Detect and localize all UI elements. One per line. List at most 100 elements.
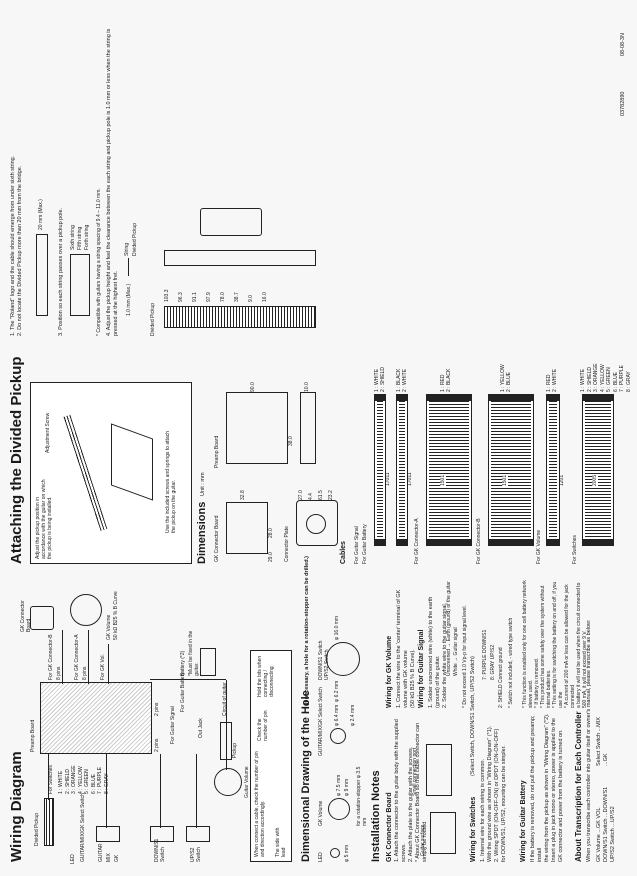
install-h5: Wiring for Guitar Battery [520,780,527,862]
divided-pickup-top-icon [164,306,316,328]
divided-dim-label: Divided Pickup [150,302,156,336]
install-p5-line: Insert a plug in jack mono or stereo, po… [551,718,557,862]
transcription-row: UP/S2 Switch ...UP/S2 [610,806,616,862]
out-jack-label: Out Jack [198,718,204,738]
divided-pickup-label: Divided Pickup [34,812,40,846]
connector-diagram-icon [430,812,456,854]
cable-gk-connector-a [426,394,472,546]
attach-box: Adjust the pickup position in accordance… [30,382,192,564]
install-p4: 1. Internal wire for each wiring is comm… [480,712,508,862]
dim-value: 16.0 [262,292,268,302]
dimensions-unit: Unit : mm [200,472,206,496]
dim-value: 78.0 [220,292,226,302]
circuit-label: Circuit of guitar [222,682,228,716]
install-h2: Wiring for GK Volume [386,635,393,708]
for-gk-connector-b-label: For GK Connector-B [48,634,54,680]
pickup-mount-icon [111,423,153,501]
attach-step: 4. Adjust the pickup height and feel the… [106,28,119,336]
install-p5-line: GK connector and power from the battery … [558,729,564,862]
install-p4-line: With the ground wire as shown in "Wiring… [487,725,493,862]
divided-pickup-end-icon [200,208,262,236]
cable-color: 8 : GRAY [625,371,632,392]
for-gk-vol-label: For GK Vol. [100,654,106,680]
wire [106,754,107,828]
cable-code: 1501 [440,474,446,486]
guitar-volume-icon [214,768,242,796]
switch-note: * Switch not included, - wired type swit… [508,617,514,708]
preamp-board-label: Preamp Board [30,719,36,752]
cable-header: For Switches [572,535,578,564]
attach-step: 2. Do not locate the Divided Pickup more… [17,165,23,336]
preamp-dim-label: Preamp Board [214,435,220,468]
cable-header: For GK Connector-B [476,518,482,564]
preamp-drawing-icon [226,392,288,464]
transcription-list: Select Switch ...MIX ...GK [596,717,610,766]
select-switch-icon [96,826,120,842]
battery-note-line: * This setting is for switching the batt… [552,581,564,708]
dim-value: 4.4 [308,493,314,500]
cable-guitar-signal [374,394,386,546]
cable-color: 7 : PURPLE [619,365,625,392]
attach-title: Attaching the Divided Pickup [8,356,25,564]
install-title: Installation Notes [370,770,382,862]
install-p1-line: 1. Attach the connector to the guitar bo… [394,719,407,862]
dim-value: φ 7.5 mm [336,774,342,796]
install-p2-line: 1. Connect the wire to the 'center' term… [396,589,409,708]
fourth-label: Forth string [84,224,90,250]
cable-code: 17011 [407,472,413,486]
wire [226,680,227,770]
dim-value: φ 9 mm [344,778,350,796]
install-h6: About Transcription for Each Controller [574,711,583,862]
wire [62,630,63,684]
cable-color: 3 : ORANGE [593,363,599,392]
guitar-volume-label: Guitar Volume [244,766,250,798]
transcription-list: GK Volume ...GK VOL DOWN/S1 Switch ...DO… [596,787,617,862]
string-label: String [124,242,130,256]
preamp-board-icon [40,682,152,754]
dim-value: 96.3 [178,292,184,302]
cable-switches [582,394,614,546]
transcription-row: GK Volume ...GK VOL [596,807,602,862]
dim-value: φ 6.4 mm [334,704,340,726]
battery-icon [200,648,216,676]
note-check: Check the number of pin [257,710,269,741]
note-hold: Hold the bits when connecting / disconne… [257,655,275,697]
small-port-label: Small connection port [412,747,418,796]
divided-pickup-icon [44,798,54,846]
stopper-label: for a rotation-stopper φ 3.5 mm [356,766,368,826]
switch-hole-icon [330,728,346,744]
gk-label: GK [114,854,120,862]
dim-value: 97.9 [206,292,212,302]
wire [160,754,161,828]
select-switch-label: GUITAR/MIX/GK Select Switch [80,793,86,862]
cable-code: 2005 [592,474,598,486]
string-position-icon [70,254,90,316]
purple-label: 7: PURPLE DOWN/S1 [482,629,488,680]
battery-label: Battery (*2) [180,650,186,676]
led-hole-icon [330,848,340,858]
button-hole-icon [326,642,360,676]
gk-board-drawing-icon [226,502,268,554]
cable-color: 5 : GREEN [606,367,612,392]
dim-led-label: LED [318,852,324,862]
gk-connector-icon [30,606,54,630]
cable-code: 17011 [385,472,391,486]
spring-note: Use the included screws and springs to a… [165,431,177,533]
install-p6: When you transcribe each controller into… [586,619,592,862]
ups2-switch-icon [186,826,210,842]
bridge-drawing-icon [36,234,48,316]
dim-select-switch-label: GUITAR/MIX/GK Select Switch [318,687,324,756]
dim-value: 28.0 [268,528,274,538]
wire [108,644,109,684]
plate-hole-icon [306,514,326,534]
wire [88,630,89,684]
for-guitar-signal-label: For Guitar Signal [170,706,176,744]
install-h1: GK Connector Board [386,792,393,862]
pins-label: 2 pins [154,702,160,716]
guitar-label: GUITAR [98,843,104,862]
gray-label: 8: GRAY UP/S2 [490,644,496,680]
white-signal-label: White → Guitar signal [453,627,459,676]
cable-color: 2 : WHITE [402,368,408,392]
cable-code: 1201 [559,474,565,486]
adjustment-screw-label: Adjustment Screw [45,412,51,453]
